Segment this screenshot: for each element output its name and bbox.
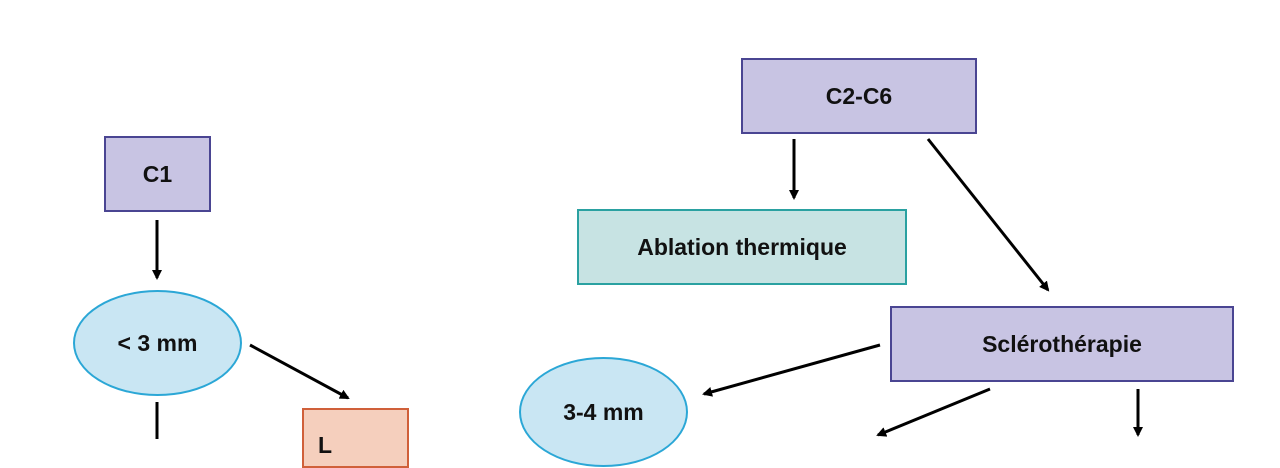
node-c1: C1 (104, 136, 211, 212)
arrow-lt3mm-to-partial-box (249, 343, 350, 400)
node-ablation-thermique: Ablation thermique (577, 209, 907, 285)
node-c2c6-label: C2-C6 (825, 82, 893, 109)
node-lt3mm-label: < 3 mm (117, 329, 198, 356)
node-sclero-label: Sclérothérapie (982, 330, 1142, 357)
node-c1-label: C1 (142, 160, 173, 187)
node-partial-label: L (318, 432, 333, 458)
connector-layer (152, 138, 1143, 439)
arrow-sclero-to-34mm (702, 343, 881, 397)
node-ablation-label: Ablation thermique (637, 233, 847, 260)
node-3-4mm: 3-4 mm (519, 357, 688, 467)
arrow-sclero-down-left (876, 387, 991, 437)
node-sclerotherapie: Sclérothérapie (890, 306, 1234, 382)
node-c2c6: C2-C6 (741, 58, 977, 134)
node-partial-box: L (302, 408, 409, 468)
arrow-c2c6-to-sclero (926, 138, 1050, 292)
node-34mm-label: 3-4 mm (563, 399, 644, 425)
node-lt-3mm: < 3 mm (73, 290, 242, 396)
